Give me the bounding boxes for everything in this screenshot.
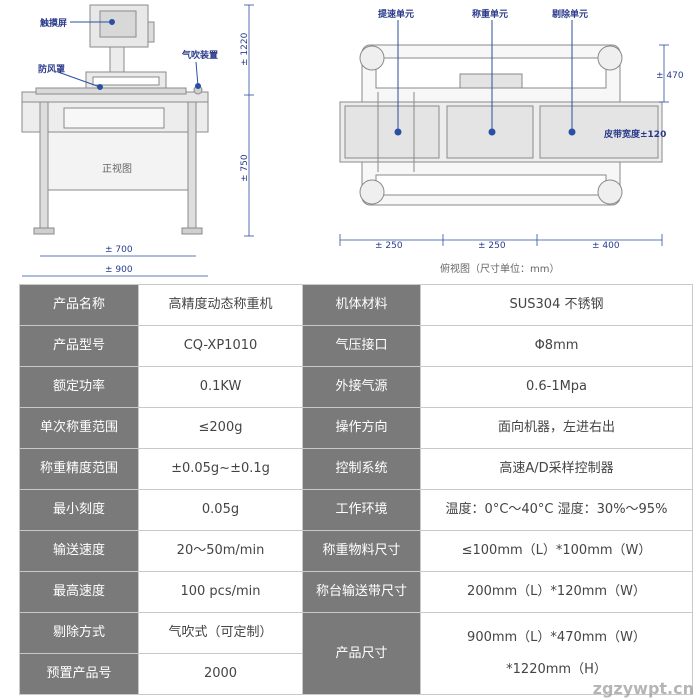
spec-key: 最小刻度 bbox=[19, 489, 139, 531]
spec-key: 外接气源 bbox=[302, 366, 421, 408]
table-row: 剔除方式 气吹式（可定制） 产品尺寸 900mm（L）*470mm（W） *12… bbox=[19, 612, 693, 695]
dim-width-inner: ± 700 bbox=[105, 245, 133, 255]
table-row: 额定功率 0.1KW 外接气源 0.6-1Mpa bbox=[19, 366, 693, 408]
spec-key: 额定功率 bbox=[19, 366, 139, 408]
watermark: zgzywpt.cn bbox=[592, 679, 694, 698]
spec-value: ≤100mm（L）*100mm（W） bbox=[420, 530, 693, 572]
spec-key: 预置产品号 bbox=[19, 653, 139, 695]
front-view-caption: 正视图 bbox=[102, 162, 132, 175]
spec-value: 0.05g bbox=[138, 489, 303, 531]
table-row: 输送速度 20～50m/min 称重物料尺寸 ≤100mm（L）*100mm（W… bbox=[19, 530, 693, 572]
spec-value: SUS304 不锈钢 bbox=[420, 284, 693, 326]
spec-key: 称台输送带尺寸 bbox=[302, 571, 421, 613]
drawings-area: 触摸屏 防风罩 气吹装置 正视图 ± 1220 ± 750 ± 700 ± 90… bbox=[0, 0, 700, 285]
spec-value: 100 pcs/min bbox=[138, 571, 303, 613]
front-view-drawing: 触摸屏 防风罩 气吹装置 正视图 ± 1220 ± 750 ± 700 ± 90… bbox=[21, 4, 254, 277]
table-row: 预置产品号 2000 bbox=[19, 653, 693, 695]
spec-key: 产品型号 bbox=[19, 325, 139, 367]
dim-seg3: ± 400 bbox=[592, 241, 620, 251]
dim-seg1: ± 250 bbox=[375, 241, 403, 251]
callout-speedup-unit: 提速单元 bbox=[378, 8, 414, 20]
spec-key: 操作方向 bbox=[302, 407, 421, 449]
callout-weighing-unit: 称重单元 bbox=[472, 8, 508, 20]
table-row: 称重精度范围 ±0.05g~±0.1g 控制系统 高速A/D采样控制器 bbox=[19, 448, 693, 490]
spec-key: 单次称重范围 bbox=[19, 407, 139, 449]
spec-key: 产品尺寸 bbox=[302, 612, 421, 695]
spec-key: 产品名称 bbox=[19, 284, 139, 326]
spec-key: 称重精度范围 bbox=[19, 448, 139, 490]
spec-key: 输送速度 bbox=[19, 530, 139, 572]
dim-height-total: ± 1220 bbox=[240, 32, 250, 66]
dim-depth: ± 470 bbox=[656, 71, 684, 81]
table-row: 最小刻度 0.05g 工作环境 温度：0°C～40°C 湿度：30%～95% bbox=[19, 489, 693, 531]
top-view-caption: 俯视图（尺寸单位：mm） bbox=[440, 262, 559, 275]
spec-key: 最高速度 bbox=[19, 571, 139, 613]
table-row: 产品名称 高精度动态称重机 机体材料 SUS304 不锈钢 bbox=[19, 284, 693, 326]
spec-value: 200mm（L）*120mm（W） bbox=[420, 571, 693, 613]
spec-value-size: 900mm（L）*470mm（W） *1220mm（H） bbox=[420, 612, 693, 695]
size-line-2: *1220mm（H） bbox=[506, 661, 607, 677]
callout-belt-width: 皮带宽度±120 bbox=[603, 128, 666, 140]
size-line-1: 900mm（L）*470mm（W） bbox=[467, 629, 646, 645]
spec-key: 工作环境 bbox=[302, 489, 421, 531]
spec-value: 面向机器，左进右出 bbox=[420, 407, 693, 449]
spec-key: 控制系统 bbox=[302, 448, 421, 490]
spec-value: 0.6-1Mpa bbox=[420, 366, 693, 408]
callout-touchscreen: 触摸屏 bbox=[39, 17, 67, 29]
spec-value: ±0.05g~±0.1g bbox=[138, 448, 303, 490]
spec-value: 温度：0°C～40°C 湿度：30%～95% bbox=[420, 489, 693, 531]
spec-key: 剔除方式 bbox=[19, 612, 139, 654]
spec-value: Φ8mm bbox=[420, 325, 693, 367]
callout-windshield: 防风罩 bbox=[38, 63, 65, 75]
spec-value: CQ-XP1010 bbox=[138, 325, 303, 367]
spec-table: 产品名称 高精度动态称重机 机体材料 SUS304 不锈钢 产品型号 CQ-XP… bbox=[19, 284, 693, 695]
callout-air-blow: 气吹装置 bbox=[181, 49, 218, 61]
dim-width-total: ± 900 bbox=[105, 265, 133, 275]
spec-value: 0.1KW bbox=[138, 366, 303, 408]
callout-reject-unit: 剔除单元 bbox=[551, 8, 588, 20]
spec-value: 气吹式（可定制） bbox=[138, 612, 303, 654]
top-view-drawing: 提速单元 称重单元 剔除单元 皮带宽度±120 ± 470 ± 250 ± 25… bbox=[339, 8, 684, 275]
spec-value: 高速A/D采样控制器 bbox=[420, 448, 693, 490]
spec-key: 气压接口 bbox=[302, 325, 421, 367]
table-row: 单次称重范围 ≤200g 操作方向 面向机器，左进右出 bbox=[19, 407, 693, 449]
spec-value: ≤200g bbox=[138, 407, 303, 449]
spec-value: 20～50m/min bbox=[138, 530, 303, 572]
dim-height-belt: ± 750 bbox=[240, 154, 250, 182]
table-row: 产品型号 CQ-XP1010 气压接口 Φ8mm bbox=[19, 325, 693, 367]
dim-seg2: ± 250 bbox=[478, 241, 506, 251]
spec-value: 高精度动态称重机 bbox=[138, 284, 303, 326]
spec-key: 机体材料 bbox=[302, 284, 421, 326]
spec-value: 2000 bbox=[138, 653, 303, 695]
table-row: 最高速度 100 pcs/min 称台输送带尺寸 200mm（L）*120mm（… bbox=[19, 571, 693, 613]
spec-key: 称重物料尺寸 bbox=[302, 530, 421, 572]
